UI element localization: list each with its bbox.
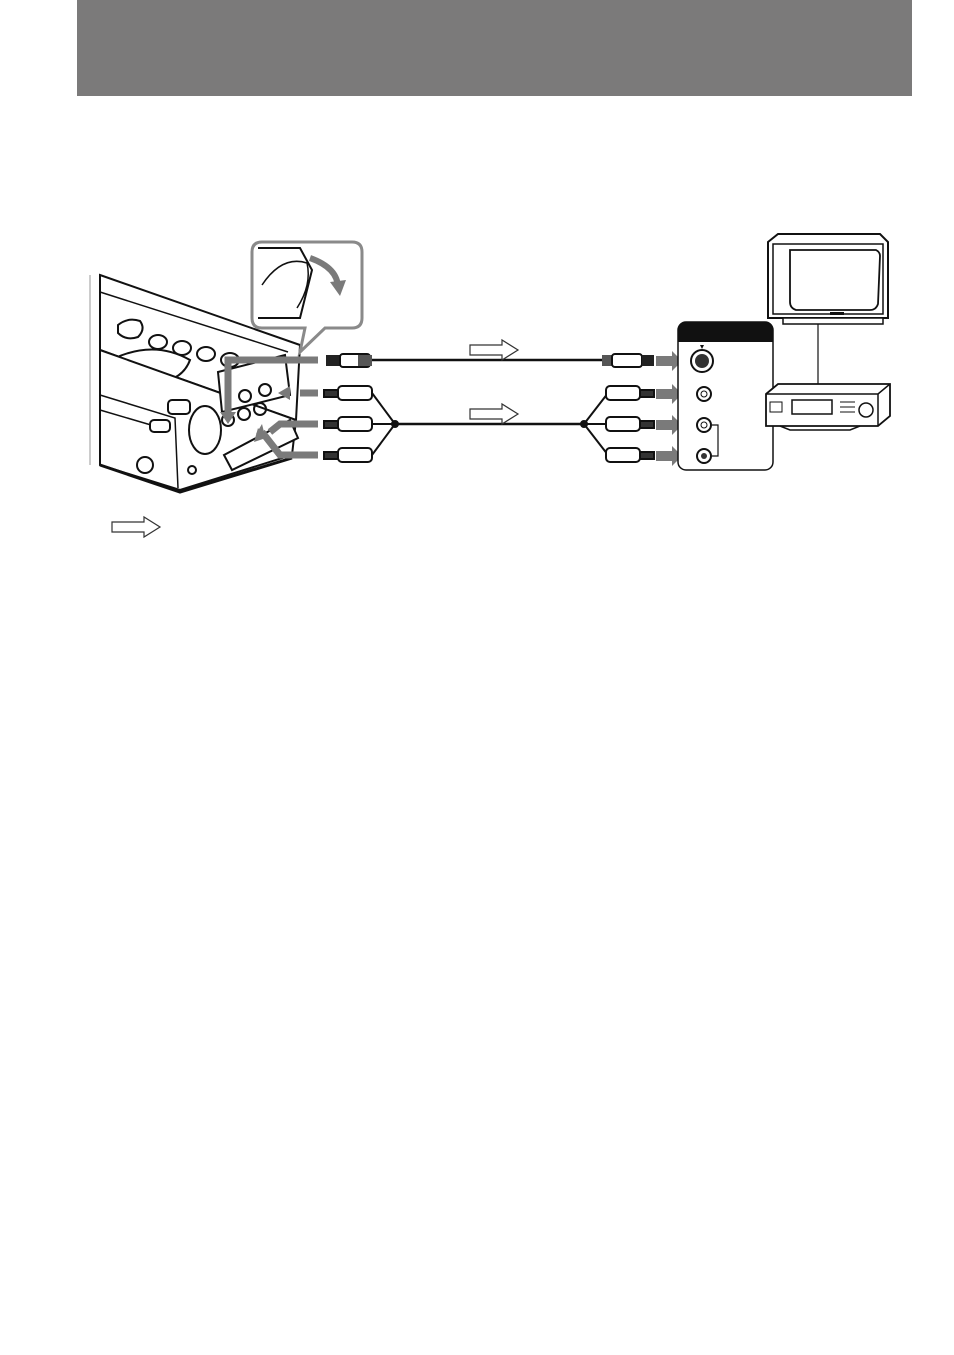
legend-signal-flow-icon — [112, 517, 160, 537]
input-panel — [678, 322, 773, 470]
vcr-illustration — [766, 384, 890, 430]
signal-flow-arrow-av — [470, 404, 518, 424]
tv-illustration — [768, 234, 888, 324]
signal-flow-arrow-svideo — [470, 340, 518, 360]
s-video-cable — [326, 354, 654, 367]
av-cable — [324, 386, 654, 462]
